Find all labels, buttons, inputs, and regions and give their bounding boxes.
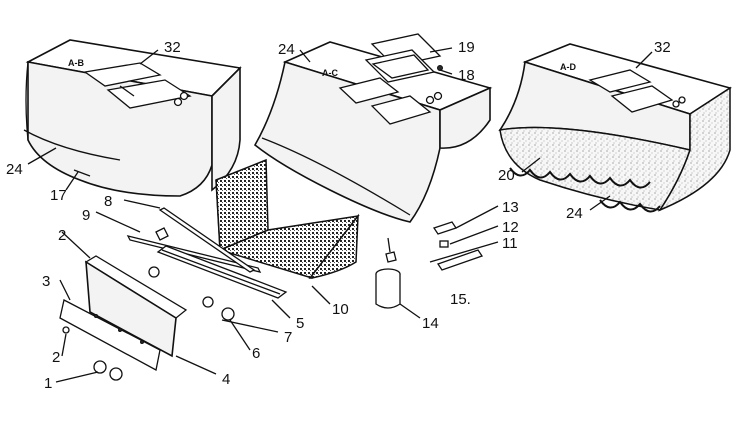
left-unit-model-mark: A-B	[68, 58, 84, 68]
callout-2-lower: 2	[52, 349, 60, 366]
callout-11: 11	[502, 235, 518, 252]
center-unit-panel-windows	[338, 77, 432, 125]
right-cabinet-unit: A-D	[498, 43, 732, 213]
callout-14: 14	[422, 315, 439, 332]
callout-2-upper: 2	[58, 227, 66, 244]
callout-10: 10	[332, 301, 349, 318]
callout-5: 5	[296, 315, 304, 332]
left-cabinet-unit: A-B	[23, 39, 242, 197]
callout-32-left: 32	[164, 39, 181, 56]
callout-4: 4	[222, 371, 230, 388]
callout-labels: 32 24 17 24 19 18 32 20 24 8 9 2 3 2 1 4…	[6, 39, 671, 392]
base-plate-3	[59, 299, 161, 371]
clip-12	[439, 240, 449, 248]
callout-3: 3	[42, 273, 50, 290]
rod-8	[158, 207, 256, 273]
callout-9: 9	[82, 207, 90, 224]
rail-parts	[126, 207, 288, 299]
callout-7: 7	[284, 329, 292, 346]
long-rail-9	[126, 235, 262, 273]
slide-13	[432, 221, 458, 235]
right-unit-panel-windows	[588, 69, 674, 113]
cup-14	[375, 274, 401, 309]
front-panel-assembly	[59, 255, 235, 371]
callout-1: 1	[44, 375, 52, 392]
strip-15	[436, 249, 484, 271]
callout-17: 17	[50, 187, 67, 204]
plug-11	[385, 251, 397, 263]
callout-24-right: 24	[566, 205, 583, 222]
callout-18: 18	[458, 67, 475, 84]
callout-8: 8	[104, 193, 112, 210]
callout-32-right: 32	[654, 39, 671, 56]
leader-lines	[27, 47, 653, 383]
callout-19: 19	[458, 39, 475, 56]
callout-20: 20	[498, 167, 515, 184]
knob-parts	[62, 326, 123, 381]
callout-13: 13	[502, 199, 519, 216]
left-unit-panel-windows	[83, 62, 192, 109]
right-unit-scalloped-base	[509, 167, 661, 213]
callout-24-left: 24	[6, 161, 23, 178]
small-parts	[375, 221, 484, 309]
mesh-basket	[215, 158, 360, 279]
front-panel	[85, 260, 177, 358]
center-cabinet-unit: A-C	[253, 33, 493, 223]
callout-24-center: 24	[278, 41, 295, 58]
callout-15: 15.	[450, 291, 471, 308]
callout-12: 12	[502, 219, 519, 236]
callout-6: 6	[252, 345, 260, 362]
center-unit-model-mark: A-C	[322, 68, 338, 78]
right-unit-model-mark: A-D	[560, 62, 576, 72]
